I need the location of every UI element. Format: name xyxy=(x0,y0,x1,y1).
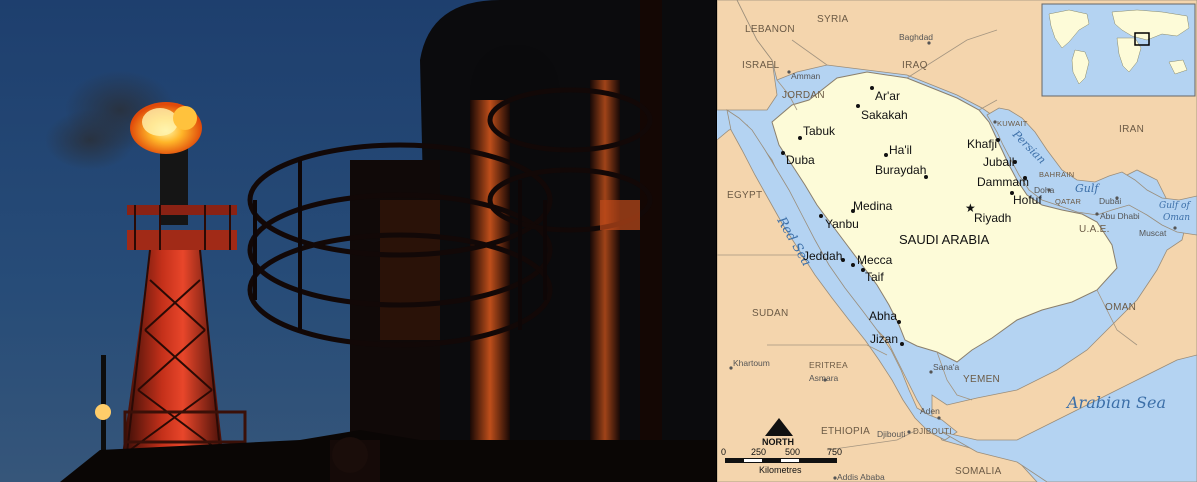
label-arar: Ar'ar xyxy=(875,89,900,103)
street-lamp xyxy=(95,355,111,482)
label-muscat: Muscat xyxy=(1139,228,1167,238)
label-buraydah: Buraydah xyxy=(875,163,926,177)
label-sudan: SUDAN xyxy=(752,308,789,319)
label-khafji: Khafji xyxy=(967,137,997,151)
minor-city-labels: Baghdad Amman Doha Dubai Abu Dhabi Musca… xyxy=(733,32,1167,482)
flare-flame xyxy=(130,102,202,154)
label-jordan: JORDAN xyxy=(782,90,825,101)
label-taif: Taif xyxy=(865,270,884,284)
label-sakakah: Sakakah xyxy=(861,108,908,122)
label-arabian-sea: Arabian Sea xyxy=(1065,393,1166,412)
label-dubai: Dubai xyxy=(1099,196,1121,206)
label-tabuk: Tabuk xyxy=(803,124,836,138)
label-bahrain: BAHRAIN xyxy=(1039,170,1074,179)
scale-unit: Kilometres xyxy=(759,465,802,475)
label-yemen: YEMEN xyxy=(963,374,1000,385)
label-abha: Abha xyxy=(869,309,897,323)
label-abu-dhabi: Abu Dhabi xyxy=(1100,211,1140,221)
label-israel: ISRAEL xyxy=(742,60,780,71)
label-uae: U.A.E. xyxy=(1079,224,1110,235)
label-hail: Ha'il xyxy=(889,143,912,157)
label-eritrea: ERITREA xyxy=(809,360,848,370)
map-svg: SYRIA LEBANON ISRAEL JORDAN IRAQ KUWAIT … xyxy=(717,0,1197,482)
riyadh-capital-icon: ★ xyxy=(965,201,976,215)
refinery-photo xyxy=(0,0,716,482)
label-baghdad: Baghdad xyxy=(899,32,933,42)
inset-locator-box xyxy=(1134,32,1150,46)
label-jubail: Jubail xyxy=(983,155,1014,169)
label-egypt: EGYPT xyxy=(727,190,762,201)
label-iraq: IRAQ xyxy=(902,60,928,71)
label-saudi-arabia: SAUDI ARABIA xyxy=(899,232,990,247)
label-medina: Medina xyxy=(853,199,893,213)
label-mecca: Mecca xyxy=(857,253,893,267)
north-arrow-icon xyxy=(765,418,793,436)
label-asmara: Asmara xyxy=(809,373,839,383)
flare-stack xyxy=(120,135,247,471)
label-dammam: Dammam xyxy=(977,175,1029,189)
ground-pipes xyxy=(60,430,716,482)
world-inset xyxy=(1041,3,1196,97)
label-iran: IRAN xyxy=(1119,124,1144,135)
label-gulf: Gulf xyxy=(1075,182,1100,195)
label-lebanon: LEBANON xyxy=(745,24,795,35)
catwalk-railings xyxy=(247,87,653,348)
label-addis-ababa: Addis Ababa xyxy=(837,472,885,482)
label-jizan: Jizan xyxy=(870,332,898,346)
north-label: NORTH xyxy=(762,437,794,447)
persian-gulf xyxy=(726,107,1197,482)
label-oman: OMAN xyxy=(1105,302,1136,313)
label-jeddah: Jeddah xyxy=(803,249,842,263)
north-arrow: NORTH xyxy=(762,418,794,447)
label-riyadh: Riyadh xyxy=(974,211,1011,225)
label-amman: Amman xyxy=(791,71,821,81)
scale-250: 250 xyxy=(751,447,766,457)
scale-750: 750 xyxy=(827,447,842,457)
city-labels: Ar'ar Sakakah Tabuk Duba Ha'il Buraydah … xyxy=(786,89,1042,346)
scale-500: 500 xyxy=(785,447,800,457)
scale-0: 0 xyxy=(721,447,726,457)
scale-bar: 0 250 500 750 Kilometres xyxy=(721,447,842,475)
country-labels: SYRIA LEBANON ISRAEL JORDAN IRAQ KUWAIT … xyxy=(727,14,1144,477)
label-somalia: SOMALIA xyxy=(955,466,1002,477)
label-djibouti-city: Djibouti xyxy=(877,429,905,439)
saudi-arabia-map: SYRIA LEBANON ISRAEL JORDAN IRAQ KUWAIT … xyxy=(717,0,1197,482)
label-oman-water: Oman xyxy=(1163,213,1190,223)
saudi-arabia-territory xyxy=(771,71,1118,363)
minor-city-dots xyxy=(729,41,1177,480)
label-qatar: QATAR xyxy=(1055,197,1082,206)
city-dots xyxy=(781,86,1027,346)
label-hofuf: Hofuf xyxy=(1013,193,1042,207)
refinery-scene xyxy=(0,0,716,482)
label-duba: Duba xyxy=(786,153,815,167)
label-kuwait: KUWAIT xyxy=(997,119,1028,128)
label-djibouti: DJIBOUTI xyxy=(913,427,952,436)
country-borders xyxy=(717,29,1138,451)
label-doha: Doha xyxy=(1034,185,1055,195)
label-yanbu: Yanbu xyxy=(825,217,859,231)
label-gulf-of: Gulf of xyxy=(1159,201,1191,211)
label-ethiopia: ETHIOPIA xyxy=(821,426,870,437)
label-aden: Aden xyxy=(920,406,940,416)
label-syria: SYRIA xyxy=(817,14,849,25)
label-khartoum: Khartoum xyxy=(733,358,770,368)
label-sanaa: Sana'a xyxy=(933,362,959,372)
